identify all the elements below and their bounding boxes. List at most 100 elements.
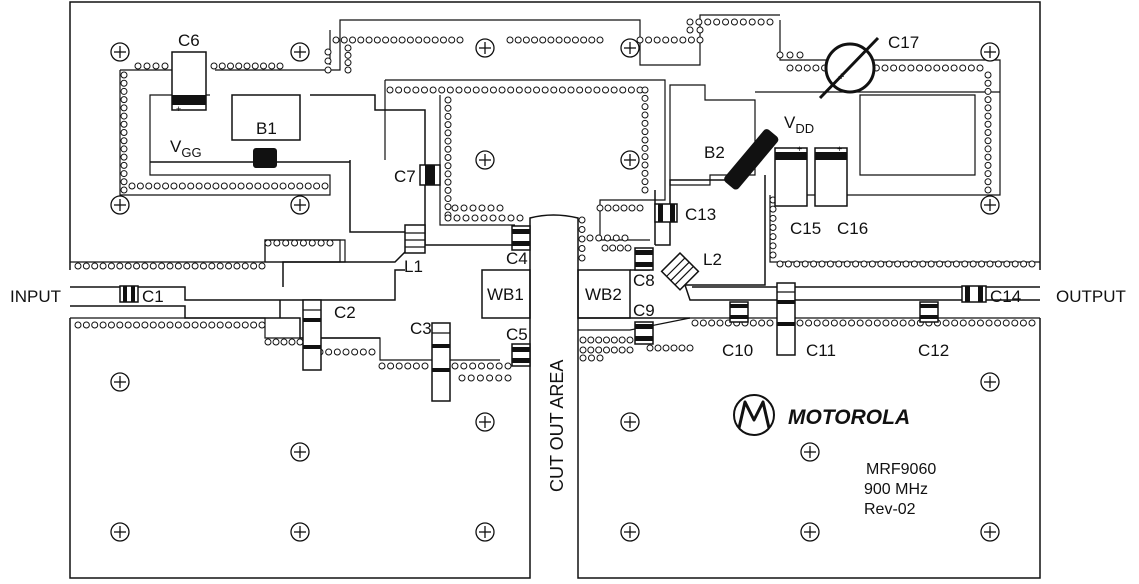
via [480, 214, 488, 222]
via [456, 36, 464, 44]
via [291, 239, 299, 247]
via [462, 214, 470, 222]
via [704, 18, 712, 26]
via [444, 104, 452, 112]
via [757, 18, 765, 26]
via [245, 182, 253, 190]
via [885, 260, 893, 268]
wb2-label: WB2 [585, 285, 622, 304]
via-rows [74, 18, 1036, 382]
via [891, 319, 899, 327]
via [235, 62, 243, 70]
via [107, 262, 115, 270]
via [984, 96, 992, 104]
wb1-label: WB1 [487, 285, 524, 304]
rev-text: Rev-02 [864, 501, 916, 518]
via [835, 260, 843, 268]
via [984, 120, 992, 128]
via [984, 71, 992, 79]
via [610, 346, 618, 354]
via [390, 36, 398, 44]
via [368, 348, 376, 356]
cutout-label: CUT OUT AREA [547, 360, 567, 492]
via [262, 182, 270, 190]
c7-label: C7 [394, 167, 416, 186]
via [796, 319, 804, 327]
via [716, 319, 724, 327]
via [141, 262, 149, 270]
via [541, 86, 549, 94]
via [91, 321, 99, 329]
mounting-hole-icon [475, 522, 495, 542]
via [495, 362, 503, 370]
l2-inductor [660, 251, 700, 291]
mounting-hole-icon [980, 195, 1000, 215]
via [595, 346, 603, 354]
via [116, 321, 124, 329]
via [927, 260, 935, 268]
via [489, 86, 497, 94]
via [288, 338, 296, 346]
b2-label: B2 [704, 143, 725, 162]
via [916, 64, 924, 72]
via [404, 362, 412, 370]
via [504, 362, 512, 370]
via [438, 86, 446, 94]
via [120, 79, 128, 87]
via [420, 86, 428, 94]
via [254, 182, 262, 190]
via [769, 242, 777, 250]
via [986, 260, 994, 268]
via [803, 64, 811, 72]
via [795, 64, 803, 72]
via [547, 36, 555, 44]
via [739, 18, 747, 26]
via [563, 36, 571, 44]
via [636, 36, 644, 44]
svg-text:+: + [838, 71, 844, 83]
via [942, 319, 950, 327]
via [678, 344, 686, 352]
via [865, 319, 873, 327]
via [618, 336, 626, 344]
l2-label: L2 [703, 250, 722, 269]
via [1019, 319, 1027, 327]
via [578, 254, 586, 262]
via [124, 321, 132, 329]
via [882, 319, 890, 327]
via [276, 62, 284, 70]
via [243, 62, 251, 70]
via [567, 86, 575, 94]
via [382, 36, 390, 44]
via [444, 170, 452, 178]
via [898, 64, 906, 72]
via [636, 204, 644, 212]
via [604, 204, 612, 212]
via [258, 321, 266, 329]
via [910, 260, 918, 268]
vgg-label: VGG [170, 137, 202, 160]
motorola-logo-icon [733, 394, 775, 436]
via [612, 234, 620, 242]
via [299, 239, 307, 247]
via [826, 260, 834, 268]
via [595, 234, 603, 242]
via [476, 374, 484, 382]
via [654, 344, 662, 352]
via [174, 262, 182, 270]
c15-capacitor: + [774, 144, 808, 207]
via [134, 62, 142, 70]
svg-text:+: + [176, 104, 181, 114]
via [624, 244, 632, 252]
via [218, 62, 226, 70]
b1-bead [253, 148, 277, 168]
via [976, 64, 984, 72]
via [524, 86, 532, 94]
via [769, 233, 777, 241]
via [616, 244, 624, 252]
via [199, 321, 207, 329]
via [412, 362, 420, 370]
via [251, 62, 259, 70]
via [124, 262, 132, 270]
via [120, 96, 128, 104]
